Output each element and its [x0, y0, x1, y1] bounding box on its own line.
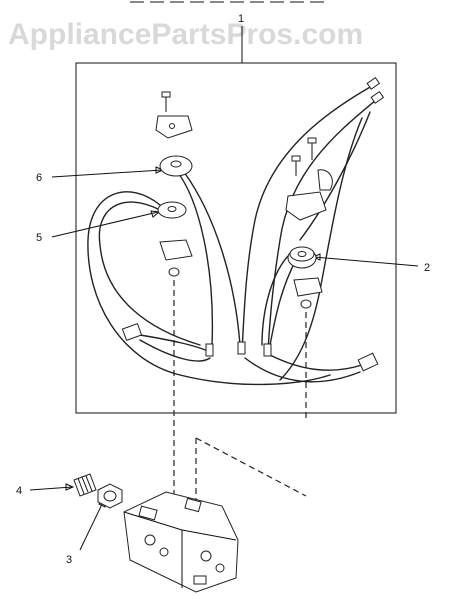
callout-4-label: 4 — [16, 485, 22, 497]
wire-6-a — [175, 169, 214, 346]
wire-left-connector — [139, 334, 211, 353]
dash-diagonal — [195, 437, 307, 497]
wire-top-right-a — [241, 85, 373, 351]
callout-6-label: 6 — [36, 172, 42, 184]
callout-5-arrow — [150, 210, 161, 218]
callout-4-arrow — [65, 483, 75, 491]
bracket-right — [285, 137, 333, 221]
lug-2 — [237, 341, 246, 355]
connector-right — [357, 352, 379, 372]
wire-5-b — [87, 191, 331, 386]
part-3-nut — [97, 483, 123, 509]
grommet-right — [300, 299, 312, 309]
sensor-5 — [157, 201, 187, 219]
callout-5-leader — [51, 211, 159, 238]
wire-top-right-d — [279, 117, 363, 381]
wire-harness — [87, 85, 377, 386]
callout-6-leader — [51, 169, 163, 178]
callout-1-label: 1 — [238, 13, 244, 25]
wire-top-right-c — [299, 111, 371, 241]
wire-left-connector-b — [139, 339, 211, 362]
wire-2-b — [269, 259, 297, 346]
wire-right-connector-b — [244, 357, 361, 383]
connector-left — [121, 322, 143, 342]
wire-6-b — [183, 171, 241, 346]
wire-5-a — [98, 201, 201, 346]
callout-2-label: 2 — [424, 262, 430, 274]
terminal-top-right-b — [370, 90, 385, 104]
wire-top-right-b — [267, 99, 377, 351]
bracket-upper-left — [155, 91, 193, 139]
harness-box — [75, 62, 397, 414]
lug-1 — [205, 343, 214, 357]
plate-left — [159, 239, 193, 261]
callout-6-arrow — [155, 166, 165, 174]
callout-2-leader — [313, 256, 419, 267]
grommet-left — [168, 267, 180, 277]
wire-right-connector — [269, 354, 363, 371]
lug-3 — [263, 343, 272, 357]
watermark-text: AppliancePartsPros.com — [8, 18, 364, 51]
callout-4-leader — [29, 486, 73, 491]
callout-3-leader — [79, 499, 105, 551]
thermal-fuse-6 — [159, 155, 193, 177]
wire-2-a — [261, 251, 293, 346]
callout-5-label: 5 — [36, 232, 42, 244]
callout-3-label: 3 — [66, 554, 72, 566]
part-4-screw — [73, 473, 97, 497]
coil-2 — [287, 246, 317, 269]
terminal-top-right-a — [366, 76, 381, 90]
valve-body — [123, 491, 239, 593]
plate-right — [293, 277, 323, 297]
callout-2-arrow — [311, 253, 321, 261]
